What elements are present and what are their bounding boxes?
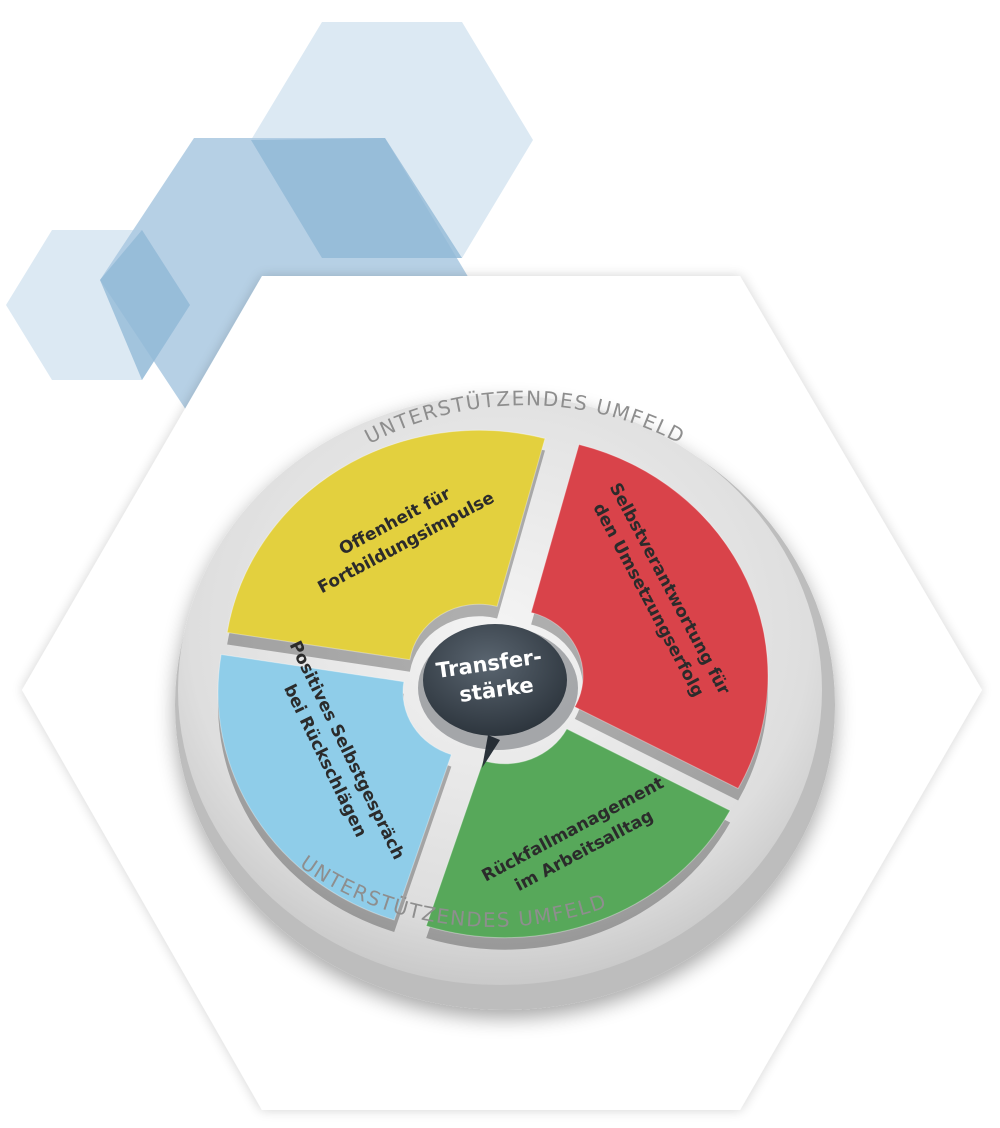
hub-circle — [423, 624, 567, 736]
segment-red: Selbstverantwortung fürden Umsetzungserf… — [530, 443, 769, 801]
segment-yellow-face — [226, 429, 546, 661]
segment-blue: Positives Selbstgesprächbei Rückschlägen — [217, 638, 453, 932]
segment-blue-face — [217, 653, 453, 921]
segment-green-face — [425, 728, 731, 939]
hub-pointer — [482, 735, 500, 768]
hub: Transfer- stärke — [418, 624, 578, 768]
segment-green: Rückfallmanagementim Arbeitsalltag — [425, 728, 731, 950]
segment-yellow: Offenheit fürFortbildungsimpulse — [226, 429, 546, 672]
hexagon-overlap — [251, 138, 462, 258]
segment-red-face — [530, 443, 769, 790]
hexagon-overlap-left — [100, 230, 190, 380]
